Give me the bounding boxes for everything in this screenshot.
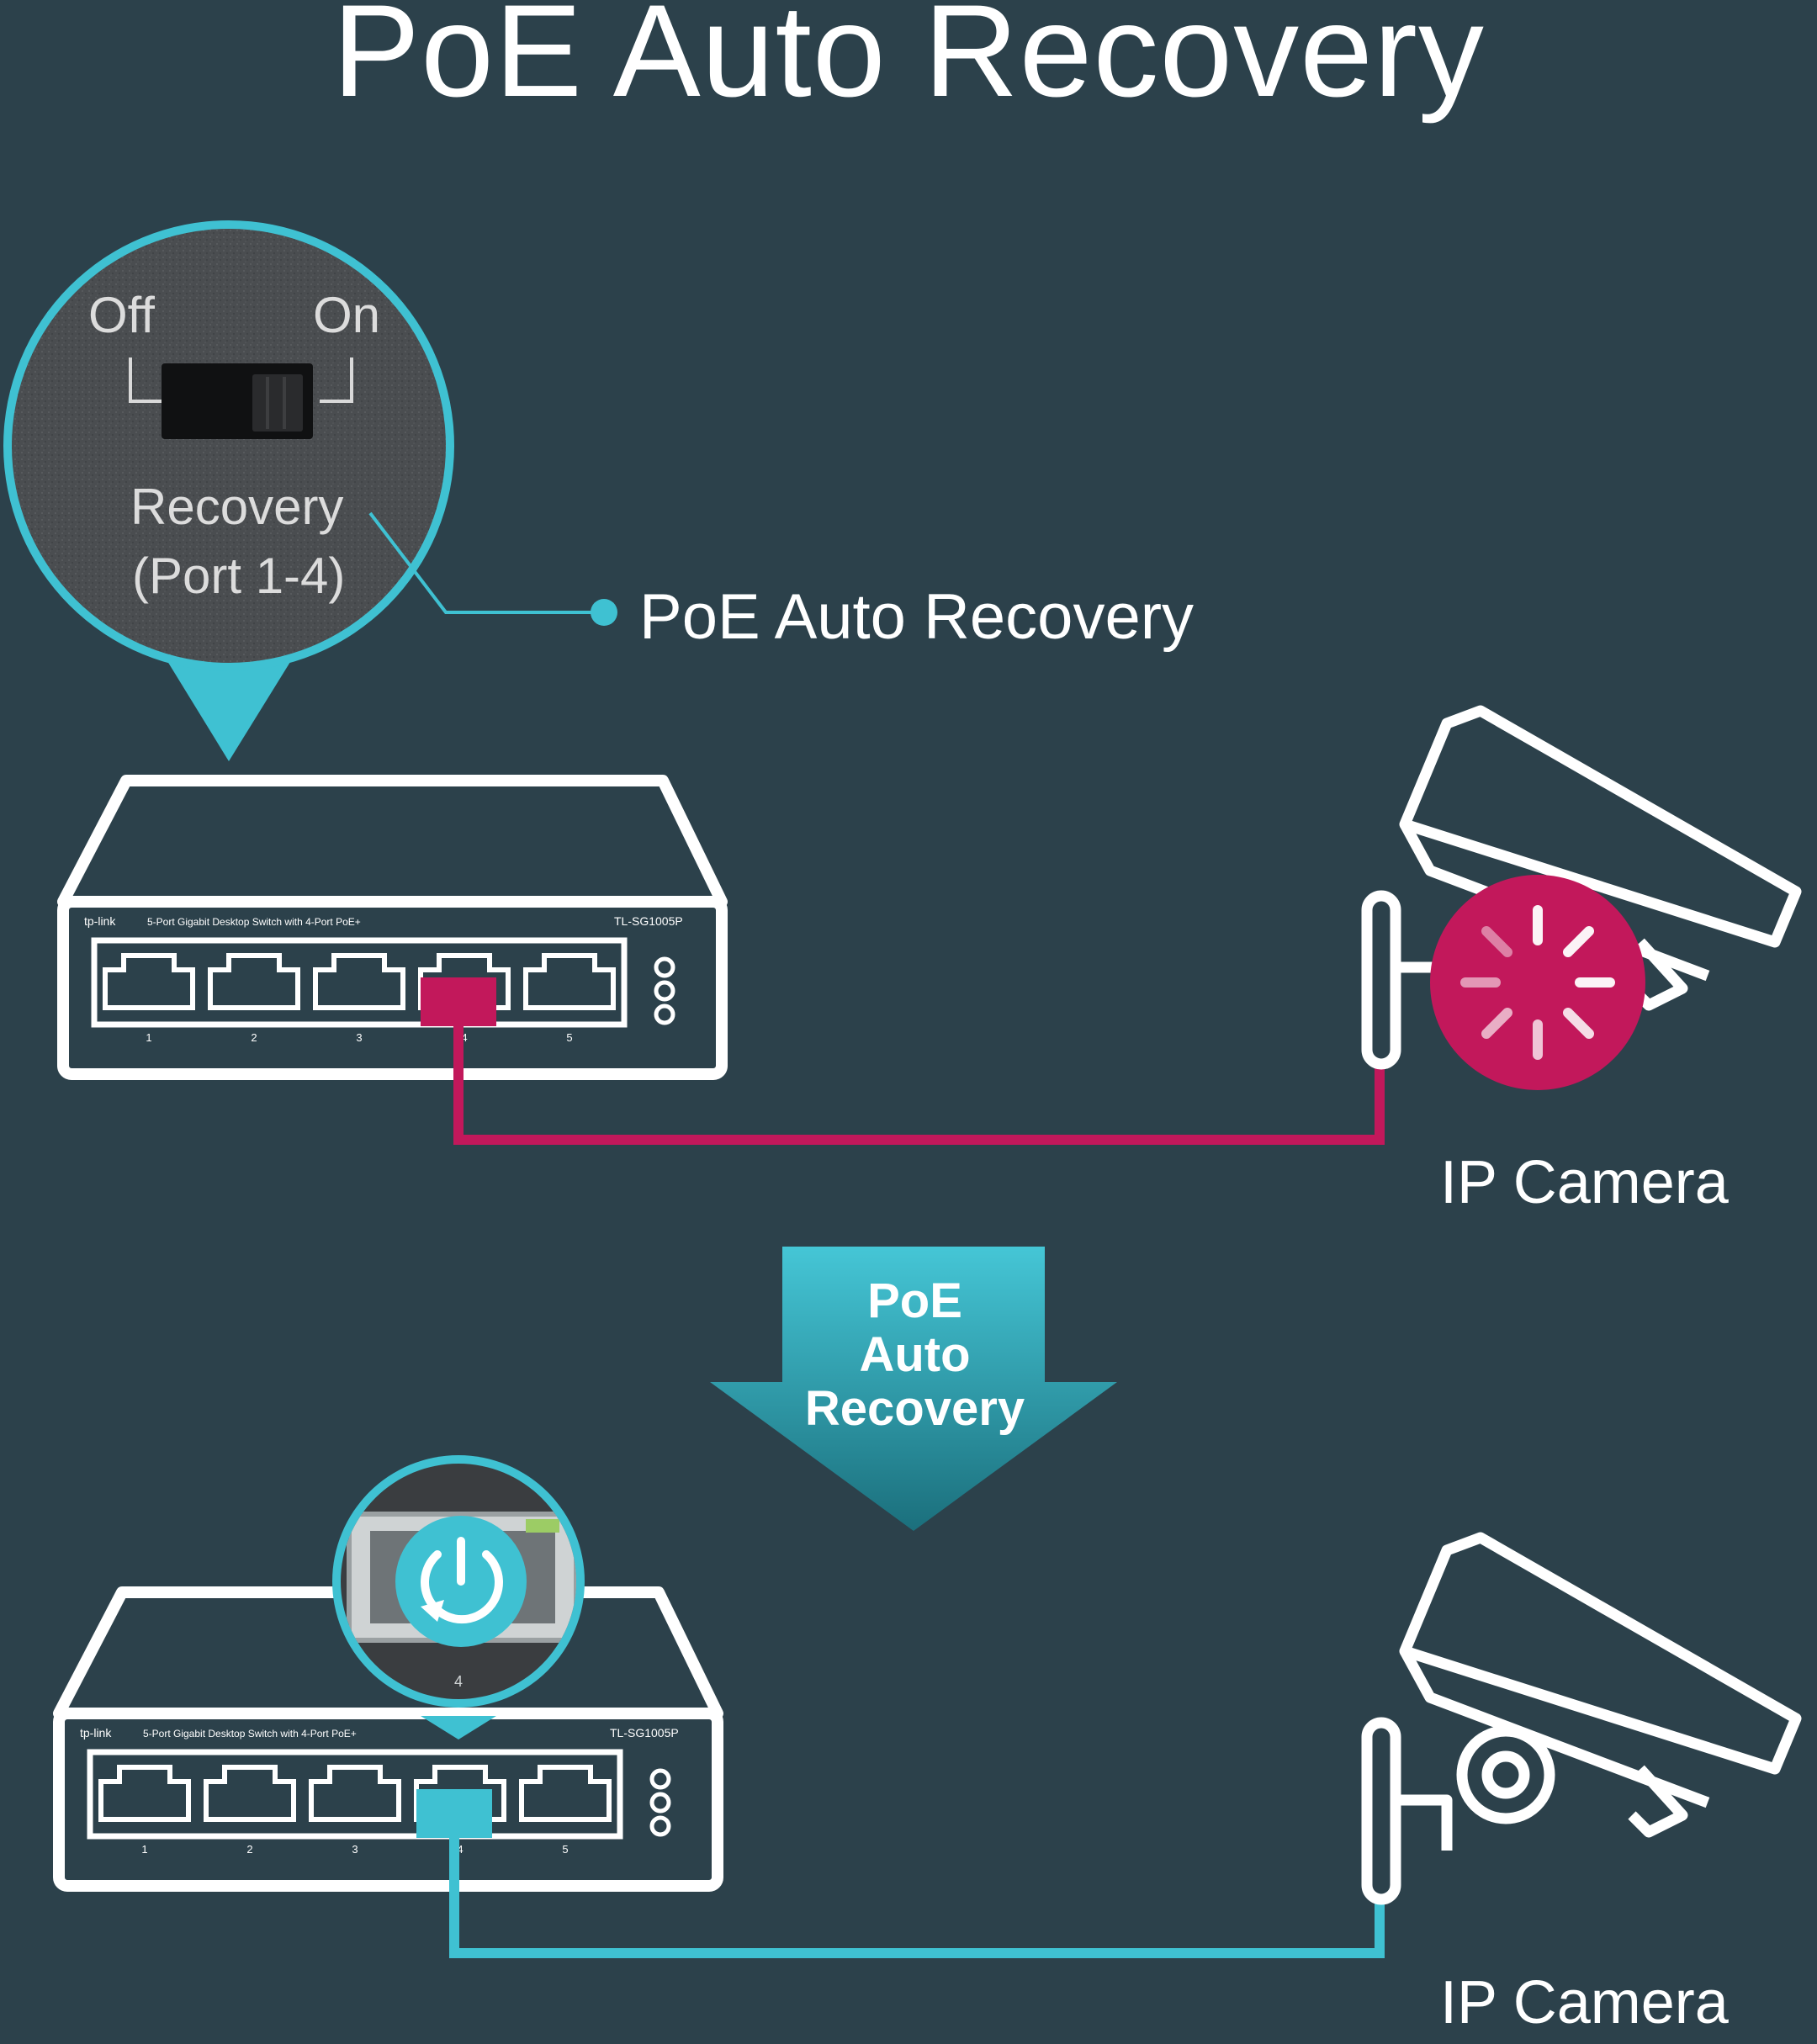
page-title: PoE Auto Recovery (332, 0, 1485, 124)
port-number-label: 3 (356, 1031, 362, 1044)
port-number-label: 2 (251, 1031, 257, 1044)
led-indicator-icon (649, 1768, 671, 1837)
arrow-label-line1: PoE (867, 1274, 962, 1328)
switch-model-top: TL-SG1005P (614, 914, 683, 928)
switch-description-top: 5-Port Gigabit Desktop Switch with 4-Por… (147, 916, 361, 928)
port-number-label: 5 (566, 1031, 572, 1044)
switch-device-top: tp-link 5-Port Gigabit Desktop Switch wi… (57, 775, 728, 1080)
port-number-label: 1 (141, 1843, 147, 1856)
port-number-label: 5 (562, 1843, 568, 1856)
camera-lens-icon (1456, 1725, 1555, 1824)
zoom-port-number: 4 (454, 1673, 463, 1690)
faulty-port-plug (421, 977, 496, 1026)
ethernet-port-icon (418, 953, 511, 1010)
camera-label-top: IP Camera (1440, 1149, 1729, 1216)
ethernet-port-icon (208, 953, 300, 1010)
port-range-label: (Port 1-4) (132, 548, 346, 604)
poe-auto-recovery-label: PoE Auto Recovery (639, 581, 1195, 653)
leader-dot (591, 599, 617, 626)
ethernet-port-icon (523, 953, 616, 1010)
ethernet-port-icon (103, 953, 195, 1010)
cable-fault (453, 1026, 1385, 1145)
ip-camera-bottom (1361, 1532, 1802, 1905)
switch-brand-bottom: tp-link (80, 1726, 112, 1740)
switch-name-label: Recovery (130, 479, 344, 535)
switch-device-bottom: tp-link 5-Port Gigabit Desktop Switch wi… (53, 1586, 723, 1892)
switch-brand-top: tp-link (84, 914, 116, 928)
arrow-label-line2: Auto (859, 1327, 971, 1382)
switch-model-bottom: TL-SG1005P (610, 1726, 679, 1740)
recovered-port-plug (416, 1789, 492, 1838)
ip-camera-top (1361, 705, 1802, 1090)
recovery-arrow (710, 1247, 1117, 1531)
switch-off-label: Off (88, 287, 155, 343)
ethernet-port-icon (204, 1765, 296, 1822)
ethernet-port-icon (519, 1765, 612, 1822)
ethernet-port-icon (309, 1765, 401, 1822)
arrow-label-line3: Recovery (804, 1381, 1025, 1436)
port-number-label: 3 (352, 1843, 358, 1856)
toggle-knob (252, 374, 303, 432)
port-zoom-callout: 4 (332, 1455, 585, 1740)
spinner-ticks (1460, 905, 1615, 1060)
leader-line (368, 511, 599, 614)
switch-on-label: On (313, 287, 381, 343)
cable-recovered (449, 1838, 1385, 1958)
led-indicator-icon (654, 956, 675, 1025)
port-number-label: 4 (461, 1031, 467, 1044)
switch-description-bottom: 5-Port Gigabit Desktop Switch with 4-Por… (143, 1728, 357, 1740)
switch-callout (3, 220, 617, 761)
arrow-label: PoE Auto Recovery (715, 1274, 1115, 1436)
port-number-label: 4 (457, 1843, 463, 1856)
port-number-label: 2 (246, 1843, 252, 1856)
callout-texture (12, 229, 446, 663)
ethernet-port-icon (414, 1765, 506, 1822)
port-number-label: 1 (146, 1031, 151, 1044)
camera-label-bottom: IP Camera (1440, 1969, 1729, 2036)
ethernet-port-icon (98, 1765, 191, 1822)
ethernet-port-icon (313, 953, 405, 1010)
